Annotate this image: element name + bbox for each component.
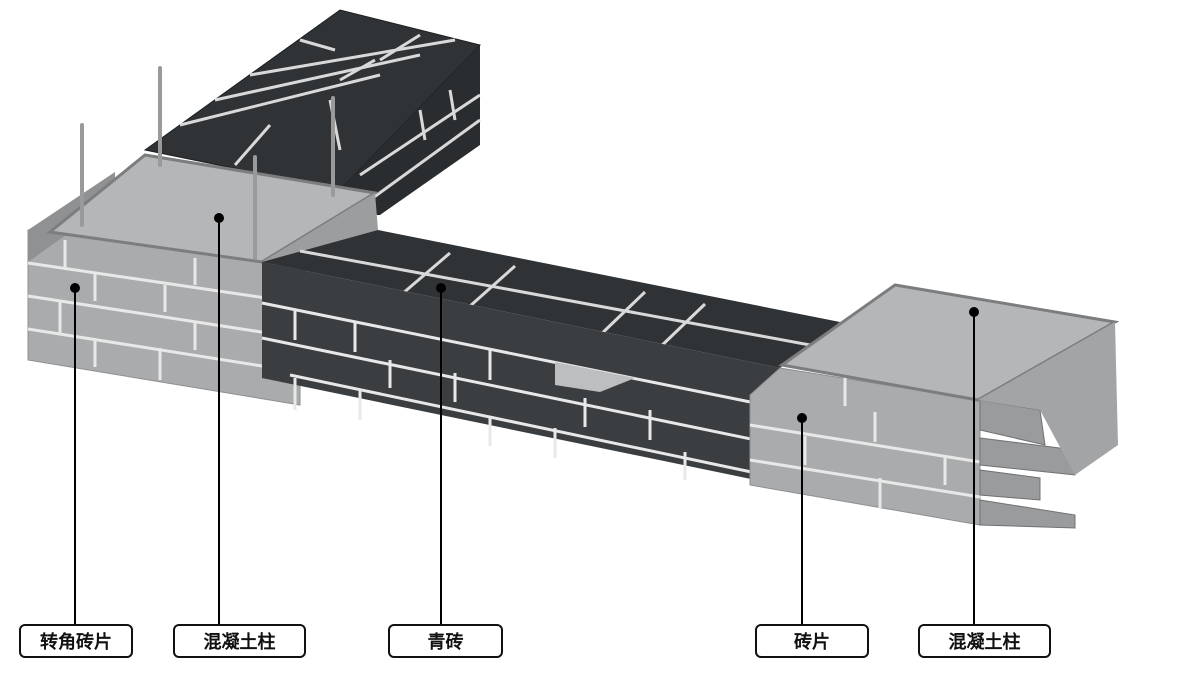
back-wall-dark-brick xyxy=(143,9,481,215)
leader-dots xyxy=(70,213,979,423)
dot-corner-brick-slip xyxy=(70,283,80,293)
right-concrete-column xyxy=(778,283,1120,475)
label-concrete-column-right: 混凝土柱 xyxy=(918,624,1051,658)
label-blue-brick: 青砖 xyxy=(388,624,503,658)
dot-brick-slip xyxy=(797,413,807,423)
label-concrete-column-left: 混凝土柱 xyxy=(173,624,306,658)
middle-wall-dark-brick xyxy=(261,230,840,485)
dot-concrete-column-right xyxy=(969,307,979,317)
dot-blue-brick xyxy=(436,283,446,293)
label-corner-brick-slip: 转角砖片 xyxy=(19,624,133,658)
label-brick-slip: 砖片 xyxy=(755,624,869,658)
right-gray-brick xyxy=(749,367,1076,529)
leader-lines xyxy=(74,218,975,625)
dot-concrete-column-left xyxy=(214,213,224,223)
